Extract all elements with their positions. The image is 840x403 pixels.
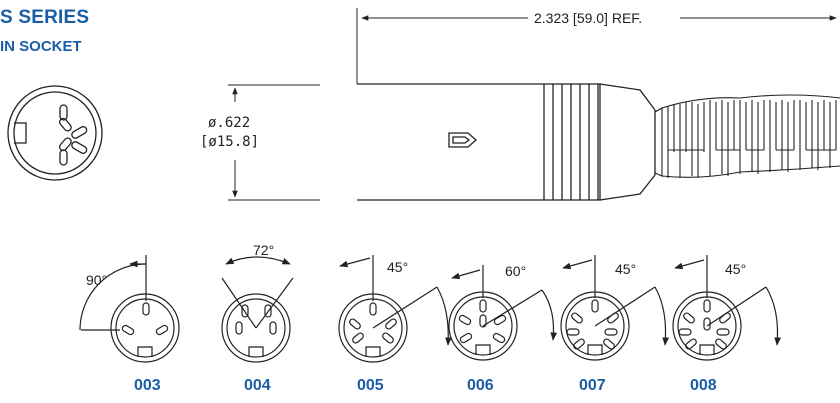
variant-007-angle: 45° [615,261,636,277]
diameter-mm-label: [ø15.8] [200,134,259,150]
socket-front-view [7,85,103,181]
cable-strain-relief [654,94,840,178]
series-subtitle: IN SOCKET [0,38,82,55]
variant-006-diagram [448,265,558,361]
variant-007-diagram [560,255,669,361]
variant-008-code: 008 [690,377,717,394]
variant-003-code: 003 [134,377,161,394]
variant-005-diagram [338,255,452,363]
variant-003-diagram [79,255,180,363]
variant-006-angle: 60° [505,263,526,279]
variant-004-angle: 72° [253,242,274,258]
variant-007-code: 007 [579,377,606,394]
length-dimension [356,8,837,84]
variant-003-angle: 90° [86,272,107,288]
diameter-dimension [228,84,320,201]
variant-005-code: 005 [357,377,384,394]
series-title: S SERIES [0,7,90,28]
connector-body [357,83,656,201]
length-label: 2.323 [59.0] REF. [534,10,642,26]
diameter-inch-label: ø.622 [208,115,250,131]
variant-008-diagram [672,255,781,361]
variant-004-code: 004 [244,377,271,394]
variant-006-code: 006 [467,377,494,394]
variant-004-diagram [221,256,294,363]
variant-005-angle: 45° [387,259,408,275]
variant-008-angle: 45° [725,261,746,277]
latch-icon [448,132,477,148]
